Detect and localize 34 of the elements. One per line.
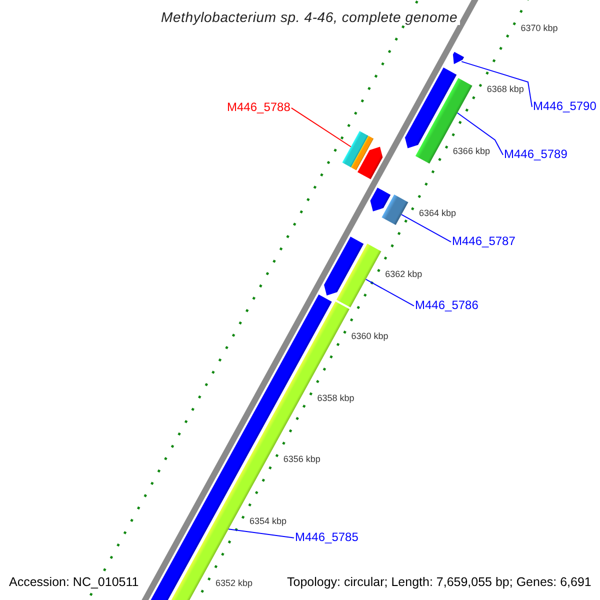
gene-label: M446_5790 bbox=[533, 100, 596, 114]
gene-label: M446_5786 bbox=[415, 299, 478, 313]
gene-feature bbox=[358, 146, 383, 180]
genome-info-text: Topology: circular; Length: 7,659,055 bp; Genes: 6,691 bbox=[286, 575, 592, 590]
gene-feature bbox=[382, 194, 408, 226]
scale-label: 6358 kbp bbox=[317, 392, 354, 404]
leader-line bbox=[401, 214, 452, 242]
leader-line bbox=[228, 528, 294, 538]
scale-label: 6364 kbp bbox=[419, 208, 456, 218]
title: Methylobacterium sp. 4-46, complete genome bbox=[159, 9, 460, 26]
scale-label: 6356 kbp bbox=[283, 454, 320, 465]
accession-text: Accession: NC_010511 bbox=[8, 575, 140, 590]
leader-line bbox=[365, 278, 414, 306]
gene-feature bbox=[342, 130, 368, 168]
scale-label: 6360 kbp bbox=[351, 331, 388, 342]
gene-feature bbox=[370, 188, 391, 212]
scale-label: 6370 kbp bbox=[520, 22, 558, 33]
scale-label: 6366 kbp bbox=[452, 146, 490, 156]
leader-line bbox=[290, 107, 352, 148]
scale-label: 6354 kbp bbox=[249, 516, 286, 526]
scale-label: 6352 kbp bbox=[216, 578, 253, 588]
gene-label: M446_5787 bbox=[452, 235, 516, 249]
scale-label: 6362 kbp bbox=[385, 269, 422, 280]
gene-label: M446_5785 bbox=[295, 531, 358, 545]
leader-line bbox=[461, 61, 532, 108]
gene-feature bbox=[452, 52, 464, 64]
gene-feature bbox=[336, 244, 382, 308]
gene-feature bbox=[415, 78, 472, 164]
gene-label: M446_5789 bbox=[504, 148, 568, 162]
gene-feature bbox=[350, 136, 374, 170]
scale-label: 6368 kbp bbox=[486, 84, 524, 95]
gene-feature bbox=[404, 68, 457, 148]
gene-label: M446_5788 bbox=[227, 101, 290, 115]
gene-feature bbox=[324, 236, 364, 296]
